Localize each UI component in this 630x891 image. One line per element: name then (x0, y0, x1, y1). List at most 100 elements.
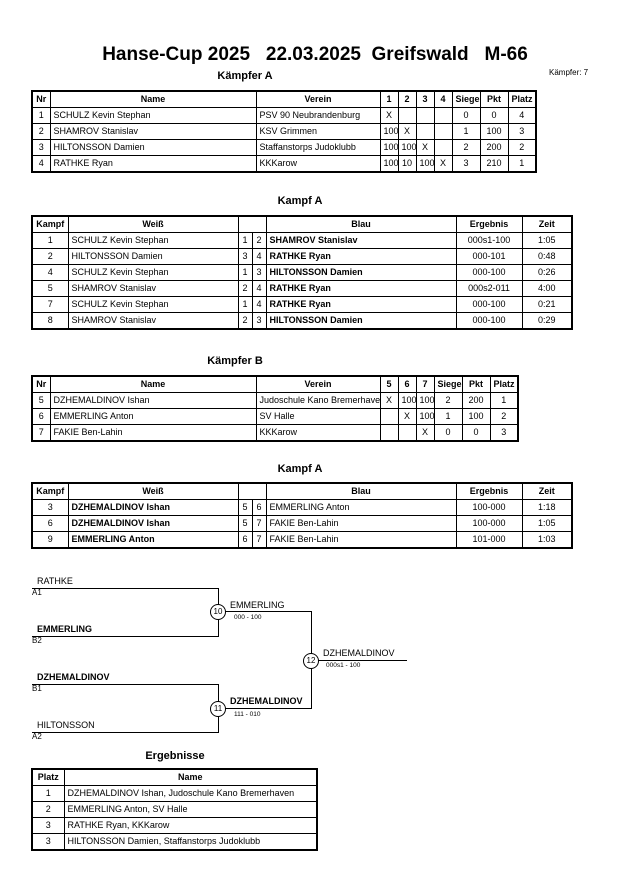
table-cell: 100 (379, 123, 399, 140)
bracket-line (32, 732, 218, 733)
table-cell: 100 (397, 139, 417, 156)
table-cell: 100 (379, 155, 399, 173)
table-cell: 2 (507, 139, 537, 156)
table-cell: DZHEMALDINOV Ishan, Judoschule Kano Brem… (63, 785, 318, 802)
table-cell: SHAMROV Stanislav (49, 123, 257, 140)
fights-a-title: Kampf A (277, 195, 323, 207)
table-cell: 200 (461, 392, 491, 409)
fighters-count: Kämpfer: 7 (549, 68, 589, 77)
col-header: Siege (433, 375, 463, 393)
bracket-line (311, 660, 407, 661)
bracket-semi2-bottom-seed: A2 (32, 732, 42, 741)
table-cell: 1 (237, 296, 253, 313)
col-header: Weiß (67, 482, 239, 500)
bracket-semi2-top-name: DZHEMALDINOV (37, 672, 110, 682)
table-cell: X (415, 139, 435, 156)
bracket-final-winner: DZHEMALDINOV (323, 648, 395, 658)
col-header: Kampf (31, 215, 69, 233)
table-cell: X (397, 123, 417, 140)
pool-a-header-row: Nr Name Verein 1 2 3 4 Siege Pkt Platz (31, 90, 537, 108)
table-cell: 000s1-100 (455, 232, 523, 249)
col-header: 5 (379, 375, 399, 393)
bracket-line (32, 588, 218, 589)
table-cell: 1 (31, 785, 65, 802)
table-cell: 4:00 (521, 280, 573, 297)
table-cell: 0 (461, 424, 491, 442)
table-cell: DZHEMALDINOV Ishan (67, 499, 239, 516)
col-header: Zeit (521, 215, 573, 233)
table-cell: 000-100 (455, 296, 523, 313)
table-cell: DZHEMALDINOV Ishan (67, 515, 239, 532)
col-header: Blau (265, 215, 457, 233)
table-cell: 3 (251, 264, 267, 281)
table-cell: EMMERLING Anton (265, 499, 457, 516)
table-cell: 4 (507, 107, 537, 124)
bracket-semi2-number: 11 (210, 701, 226, 717)
col-header: Nr (31, 90, 51, 108)
table-cell: 1 (237, 264, 253, 281)
col-header: Verein (255, 375, 381, 393)
table-cell: 5 (237, 499, 253, 516)
bracket-semi1-bottom-name: EMMERLING (37, 624, 92, 634)
fights-a-header-row: Kampf Weiß Blau Ergebnis Zeit (31, 215, 573, 233)
pool-b-header-row: Nr Name Verein 5 6 7 Siege Pkt Platz (31, 375, 519, 393)
table-cell (433, 139, 453, 156)
bracket-semi2-bottom-name: HILTONSSON (37, 720, 95, 730)
table-cell: FAKIE Ben-Lahin (265, 515, 457, 532)
table-cell: 4 (251, 296, 267, 313)
col-header: 6 (397, 375, 417, 393)
table-cell: 2 (489, 408, 519, 425)
table-cell: 0:48 (521, 248, 573, 265)
table-cell: 2 (237, 280, 253, 297)
table-cell: 1:05 (521, 232, 573, 249)
col-header: Verein (255, 90, 381, 108)
table-cell: 6 (31, 515, 69, 532)
table-cell: 000-100 (455, 264, 523, 281)
table-cell: 7 (31, 296, 69, 313)
fights-b-header-row: Kampf Weiß Blau Ergebnis Zeit (31, 482, 573, 500)
table-cell (379, 408, 399, 425)
table-cell: RATHKE Ryan (49, 155, 257, 173)
table-cell: HILTONSSON Damien (265, 264, 457, 281)
table-cell: PSV 90 Neubrandenburg (255, 107, 381, 124)
table-cell: HILTONSSON Damien (49, 139, 257, 156)
table-cell: KKKarow (255, 155, 381, 173)
pool-a-table: Nr Name Verein 1 2 3 4 Siege Pkt Platz 1… (31, 90, 537, 173)
table-cell (379, 424, 399, 442)
table-cell: 6 (237, 531, 253, 549)
table-cell: 3 (489, 424, 519, 442)
table-cell: FAKIE Ben-Lahin (49, 424, 257, 442)
table-cell: 3 (31, 817, 65, 834)
bracket-semi1-winner: EMMERLING (230, 600, 285, 610)
table-cell: 0 (433, 424, 463, 442)
table-cell: 3 (31, 139, 51, 156)
table-cell: SHAMROV Stanislav (67, 280, 239, 297)
table-cell: 210 (479, 155, 509, 173)
table-cell: FAKIE Ben-Lahin (265, 531, 457, 549)
table-cell: 6 (251, 499, 267, 516)
table-cell: SCHULZ Kevin Stephan (49, 107, 257, 124)
table-cell: EMMERLING Anton (49, 408, 257, 425)
table-cell: 2 (237, 312, 253, 330)
table-cell: 4 (31, 264, 69, 281)
table-cell: 100 (461, 408, 491, 425)
table-cell: EMMERLING Anton (67, 531, 239, 549)
table-cell: 100 (479, 123, 509, 140)
pool-b-title: Kämpfer B (207, 355, 263, 367)
table-cell: 100 (379, 139, 399, 156)
table-cell: Judoschule Kano Bremerhaven (255, 392, 381, 409)
results-title: Ergebnisse (145, 750, 205, 762)
table-cell: X (397, 408, 417, 425)
col-header: Pkt (461, 375, 491, 393)
table-cell: 3 (31, 499, 69, 516)
